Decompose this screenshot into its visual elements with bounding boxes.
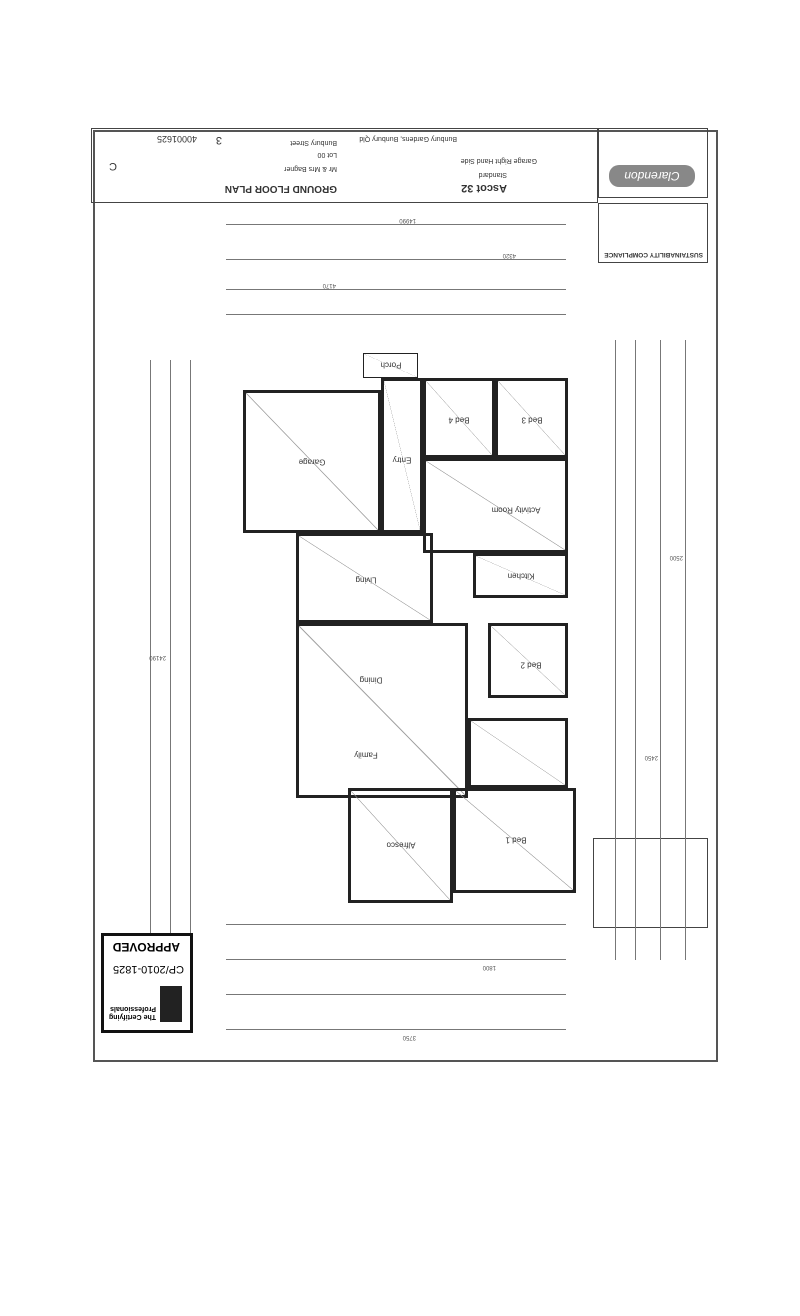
certifier-name: The Certifying Professionals [108, 1005, 156, 1020]
dimension-line [660, 340, 661, 960]
label-dining: Dining [359, 675, 383, 685]
dimension-line [150, 360, 151, 960]
sheet-number: 3 [215, 134, 222, 146]
label-entry: Entry [392, 455, 412, 465]
label-kitchen: Kitchen [507, 571, 535, 581]
label-garage: Garage [298, 457, 326, 467]
certification-number: CP/2010-1825 [113, 963, 184, 975]
dim-text: 4320 [502, 252, 516, 258]
dimension-line [635, 340, 636, 960]
floor-plan-sheet: GROUND FLOOR PLAN Mr & Mrs Bagner Lot 00… [91, 128, 718, 1062]
approval-stamp: The Certifying Professionals CP/2010-182… [101, 933, 193, 1033]
logo-box: Clarendon [598, 128, 708, 198]
dim-text: 2450 [644, 754, 658, 760]
facade: Standard [478, 171, 507, 178]
dimension-line [226, 959, 566, 960]
label-bed4: Bed 4 [448, 415, 470, 425]
dim-text: 3750 [402, 1034, 416, 1040]
label-bed3: Bed 3 [521, 415, 543, 425]
orientation: Garage Right Hand Side [460, 157, 537, 164]
dimension-line [190, 360, 191, 960]
dimension-line [170, 360, 171, 960]
sustainability-heading: SUSTAINABILITY COMPLIANCE [604, 251, 703, 258]
label-bed2: Bed 2 [520, 660, 542, 670]
certifier-logo-icon [160, 986, 182, 1022]
dimension-line [226, 289, 566, 290]
job-number: 40001625 [156, 134, 197, 144]
sustainability-box: SUSTAINABILITY COMPLIANCE [598, 203, 708, 263]
street: Bunbury Street [290, 139, 337, 146]
dim-text: 1800 [482, 964, 496, 970]
notes-box [593, 838, 708, 928]
dim-overall-width: 14990 [399, 217, 416, 223]
label-porch: Porch [380, 360, 402, 370]
clarendon-logo: Clarendon [609, 165, 695, 187]
room-dining-family [296, 623, 468, 798]
label-family: Family [354, 750, 378, 760]
lot: Lot 00 [317, 151, 337, 158]
drawing-title: GROUND FLOOR PLAN [224, 183, 337, 194]
label-bed1: Bed 1 [505, 835, 527, 845]
dimension-line [226, 924, 566, 925]
dimension-line [226, 1029, 566, 1030]
dimension-line [226, 259, 566, 260]
dim-text: 2500 [669, 554, 683, 560]
client-name: Mr & Mrs Bagner [284, 165, 337, 172]
revision: C [109, 160, 117, 172]
room-stairs-bath [468, 718, 568, 788]
dimension-line [685, 340, 686, 960]
design-name: Ascot 32 [461, 182, 507, 194]
dimension-line [615, 340, 616, 960]
suburb: Bunbury Gardens, Bunbury Qld [359, 135, 457, 142]
approved-label: APPROVED [112, 940, 180, 954]
dimension-line [226, 994, 566, 995]
dim-overall-length: 24190 [149, 654, 166, 660]
dim-text: 4170 [322, 282, 336, 288]
dimension-line [226, 314, 566, 315]
title-block: GROUND FLOOR PLAN Mr & Mrs Bagner Lot 00… [91, 128, 598, 203]
dimension-line [226, 224, 566, 225]
label-alfresco: Alfresco [386, 840, 416, 850]
label-activity: Activity Room [491, 505, 541, 515]
label-living: Living [355, 575, 377, 585]
